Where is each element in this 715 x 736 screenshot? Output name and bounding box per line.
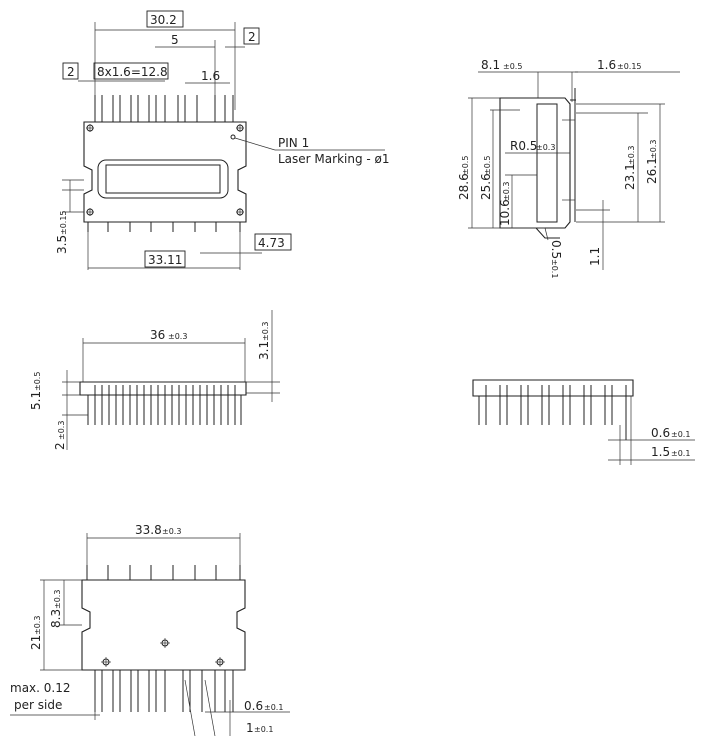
svg-text:±0.1: ±0.1: [550, 259, 559, 278]
top-pins: [94, 95, 234, 122]
svg-text:±0.3: ±0.3: [168, 332, 187, 341]
svg-text:±0.1: ±0.1: [254, 725, 273, 734]
laser-marking-label: Laser Marking - ø1: [278, 152, 390, 166]
pin1-marker: [230, 134, 236, 140]
dim-2-right: 2: [248, 30, 256, 44]
svg-text:±0.3: ±0.3: [502, 182, 511, 201]
dim-3-1: 3.1: [257, 341, 271, 360]
dim-1-bottom: 1: [246, 721, 254, 735]
max-label-line2: per side: [14, 698, 62, 712]
pin1-label: PIN 1: [278, 136, 309, 150]
dim-23-1: 23.1: [623, 163, 637, 190]
svg-text:±0.5: ±0.5: [33, 372, 42, 391]
end-view: 0.6 ±0.1 1.5 ±0.1: [472, 379, 695, 465]
svg-text:±0.3: ±0.3: [57, 421, 66, 440]
dim-36: 36: [150, 328, 165, 342]
svg-text:±0.5: ±0.5: [503, 62, 522, 71]
dim-1-5-end: 1.5: [651, 445, 670, 459]
side-view-right: 8.1 ±0.5 1.6 ±0.15 28.6 ±0.5 25.6 ±0.5: [457, 58, 680, 278]
svg-text:±0.3: ±0.3: [536, 143, 555, 152]
svg-text:±0.1: ±0.1: [671, 449, 690, 458]
dim-r0-5: R0.5: [510, 139, 537, 153]
bottom-view: 33.8 ±0.3: [10, 523, 290, 736]
dim-5-1: 5.1: [29, 391, 43, 410]
dim-8x1-6: 8x1.6=12.8: [97, 65, 168, 79]
dim-33-8: 33.8: [135, 523, 162, 537]
svg-text:±0.3: ±0.3: [261, 322, 270, 341]
dim-5: 5: [171, 33, 179, 47]
bottom-lower-pins: [94, 670, 234, 712]
svg-text:±0.3: ±0.3: [627, 146, 636, 165]
svg-text:±0.3: ±0.3: [33, 616, 42, 635]
dim-26-1: 26.1: [645, 157, 659, 184]
dim-25-6: 25.6: [479, 173, 493, 200]
dim-21: 21: [29, 635, 43, 650]
dim-4-73: 4.73: [258, 236, 285, 250]
front-view: 36 ±0.3 3.1 ±0.3: [29, 310, 280, 450]
svg-text:±0.1: ±0.1: [264, 703, 283, 712]
svg-text:±0.3: ±0.3: [649, 140, 658, 159]
dim-1-6: 1.6: [201, 69, 220, 83]
dim-0-5: 0.5: [549, 240, 563, 259]
top-view: 30.2 5 2 2 8x1.6=12.8 1.6: [55, 10, 390, 270]
svg-text:±0.1: ±0.1: [671, 430, 690, 439]
svg-text:±0.3: ±0.3: [53, 590, 62, 609]
dim-3-5: 3.5: [55, 235, 69, 254]
dim-30-2: 30.2: [150, 13, 177, 27]
svg-text:±0.5: ±0.5: [483, 156, 492, 175]
svg-text:±0.15: ±0.15: [59, 210, 68, 235]
dim-33-11: 33.11: [148, 253, 182, 267]
svg-text:±0.5: ±0.5: [461, 156, 470, 175]
svg-text:±0.15: ±0.15: [617, 62, 642, 71]
dim-28-6: 28.6: [457, 173, 471, 200]
max-label-line1: max. 0.12: [10, 681, 71, 695]
dim-1-1: 1.1: [588, 247, 602, 266]
dim-8-3: 8.3: [49, 609, 63, 628]
front-pins: [87, 385, 242, 425]
dim-0-6-end: 0.6: [651, 426, 670, 440]
dim-1-6-side: 1.6: [597, 58, 616, 72]
dim-2: 2: [53, 442, 67, 450]
end-pins: [478, 385, 627, 440]
dim-10-6: 10.6: [498, 199, 512, 226]
svg-text:±0.3: ±0.3: [162, 527, 181, 536]
dim-8-1: 8.1: [481, 58, 500, 72]
bottom-pins: [87, 222, 241, 232]
dim-0-6-bottom: 0.6: [244, 699, 263, 713]
bottom-top-pins: [86, 565, 241, 580]
dim-2-left: 2: [67, 65, 75, 79]
